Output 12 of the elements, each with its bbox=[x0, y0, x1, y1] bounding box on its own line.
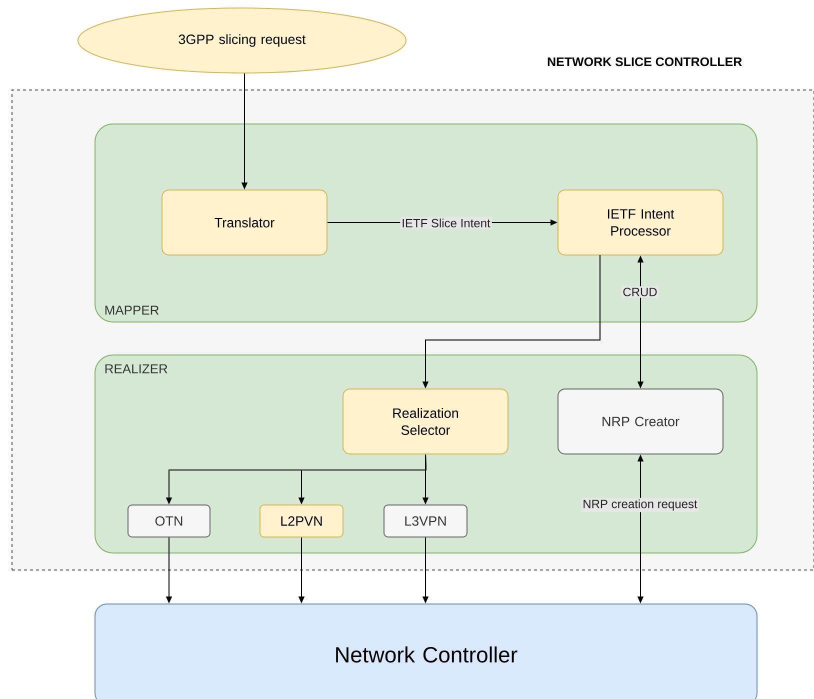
node-label: NETWORK SLICE CONTROLLER bbox=[548, 57, 742, 66]
edge-label: CRUD bbox=[621, 286, 659, 298]
edge-label: NRP creation request bbox=[581, 498, 699, 512]
process-box: L2PVN bbox=[260, 504, 344, 538]
process-box: Translator bbox=[162, 190, 328, 256]
process-box: Realization Selector bbox=[342, 388, 508, 454]
controller-box: Network Controller bbox=[94, 604, 758, 699]
process-box: OTN bbox=[128, 504, 210, 538]
edge-label: IETF Slice Intent bbox=[400, 217, 492, 229]
process-box: NRP Creator bbox=[558, 388, 724, 454]
process-box: IETF Intent Processor bbox=[558, 190, 724, 256]
process-box: L3VPN bbox=[384, 504, 468, 538]
